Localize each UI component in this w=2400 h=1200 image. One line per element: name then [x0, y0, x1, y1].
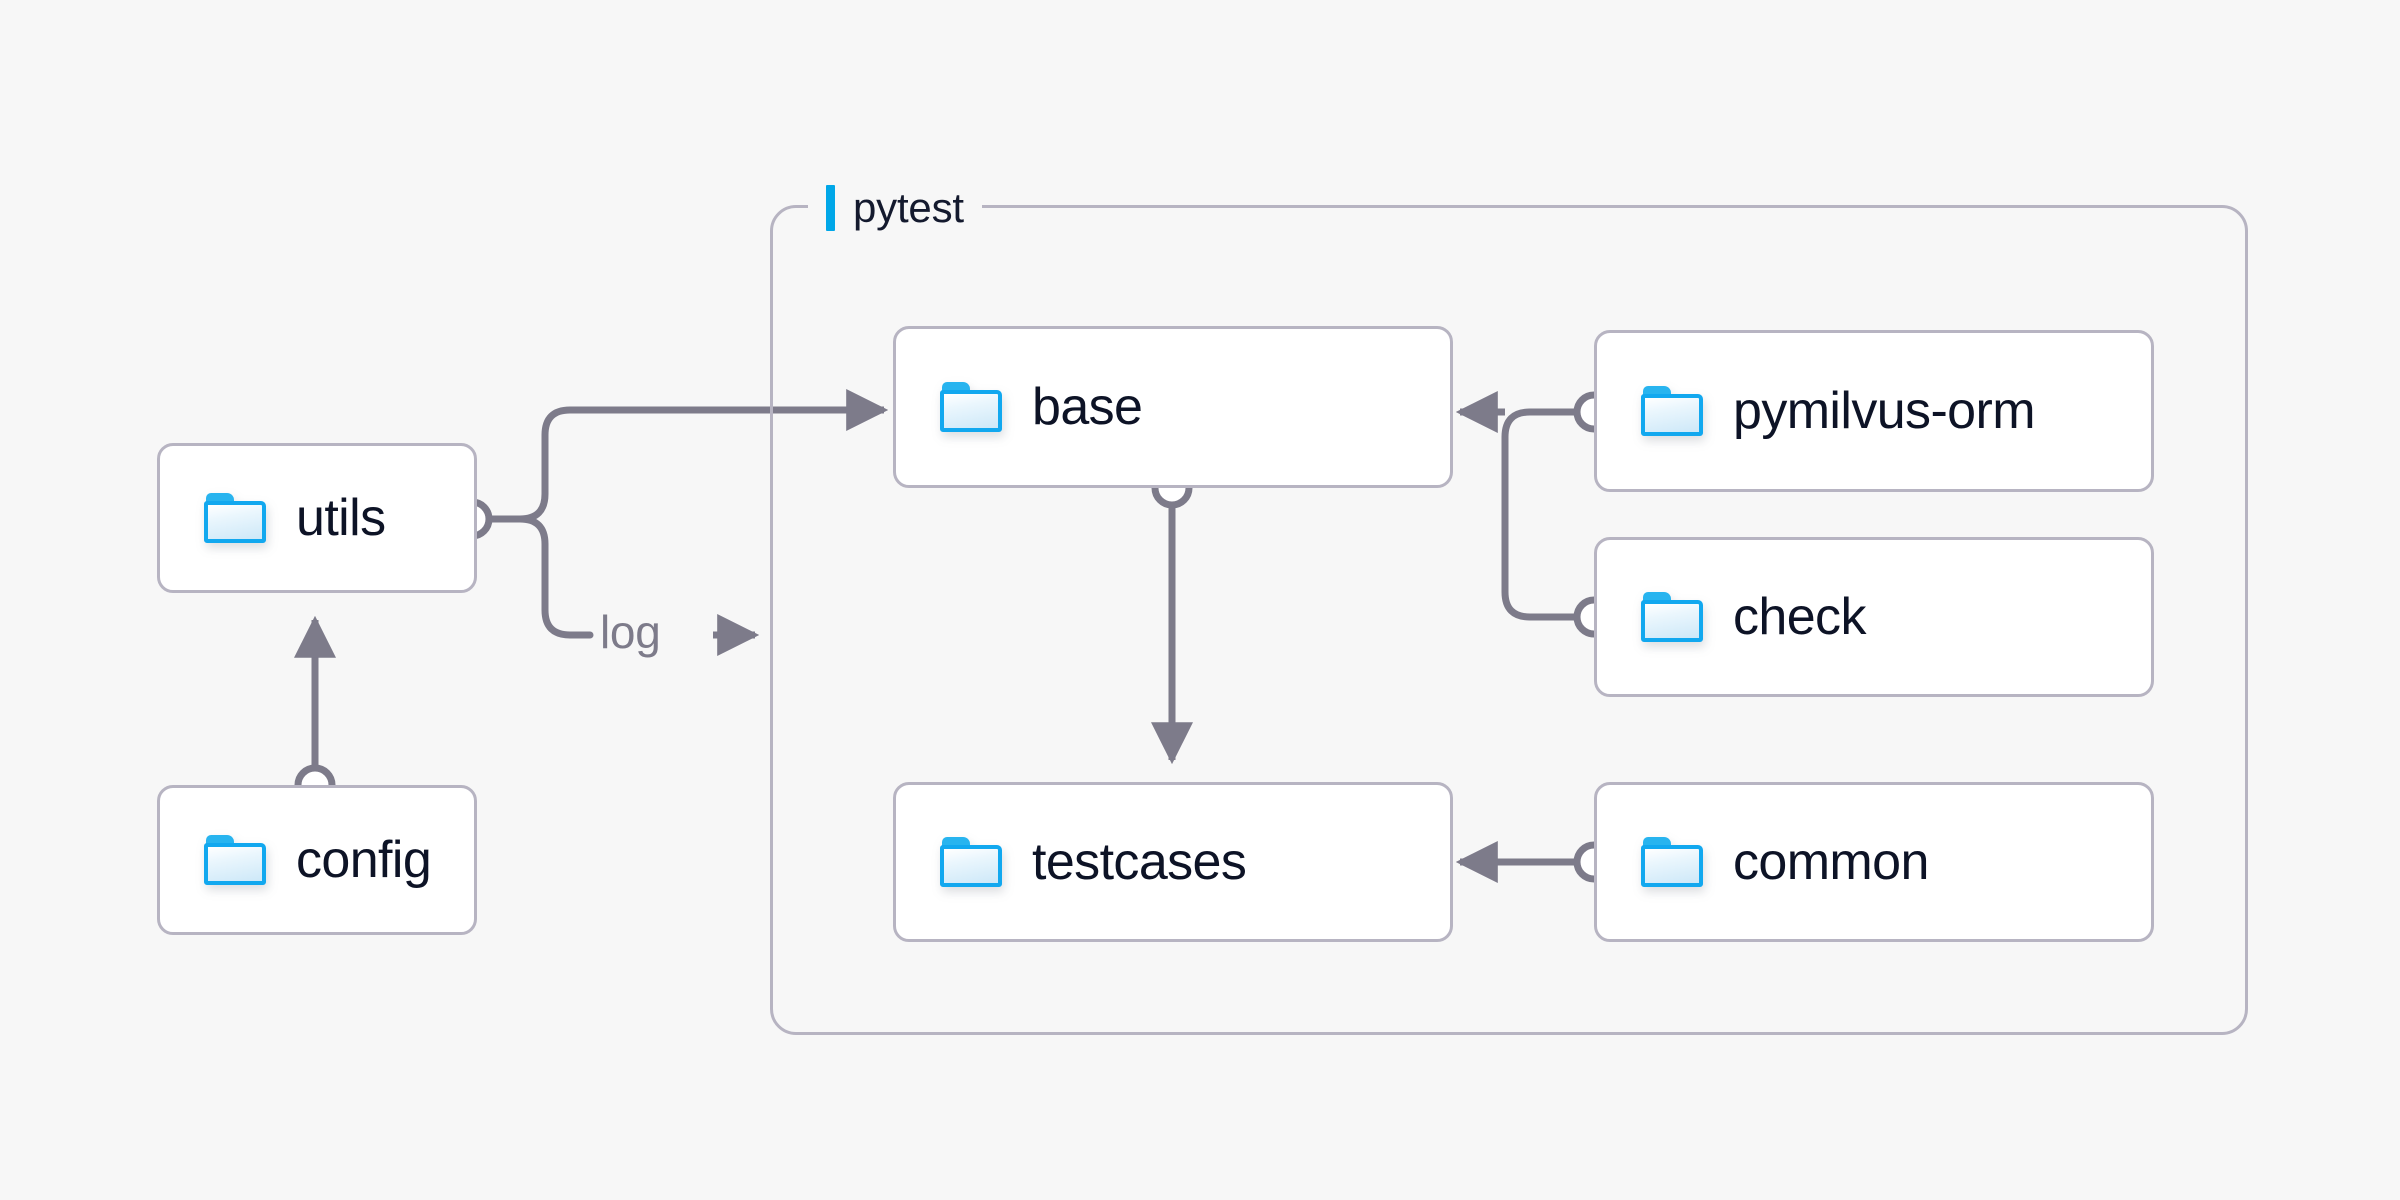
node-check[interactable]: check: [1594, 537, 2154, 697]
node-base[interactable]: base: [893, 326, 1453, 488]
folder-icon: [940, 382, 1002, 432]
folder-icon: [204, 835, 266, 885]
edge-label-log: log: [600, 605, 661, 659]
group-accent-bar: [826, 185, 835, 231]
node-label: config: [296, 831, 432, 889]
folder-icon: [940, 837, 1002, 887]
node-label: base: [1032, 378, 1143, 436]
node-pymilvus-orm[interactable]: pymilvus-orm: [1594, 330, 2154, 492]
node-common[interactable]: common: [1594, 782, 2154, 942]
node-label: testcases: [1032, 833, 1247, 891]
node-config[interactable]: config: [157, 785, 477, 935]
folder-icon: [1641, 837, 1703, 887]
node-label: common: [1733, 833, 1929, 891]
node-label: utils: [296, 489, 386, 547]
node-testcases[interactable]: testcases: [893, 782, 1453, 942]
pytest-group-container[interactable]: [770, 205, 2248, 1035]
edge-label-log-text: log: [600, 606, 661, 658]
node-label: check: [1733, 588, 1866, 646]
folder-icon: [1641, 386, 1703, 436]
folder-icon: [1641, 592, 1703, 642]
node-utils[interactable]: utils: [157, 443, 477, 593]
group-title-label: pytest: [853, 184, 964, 231]
folder-icon: [204, 493, 266, 543]
node-label: pymilvus-orm: [1733, 382, 2036, 440]
pytest-group-title: pytest: [808, 180, 982, 236]
